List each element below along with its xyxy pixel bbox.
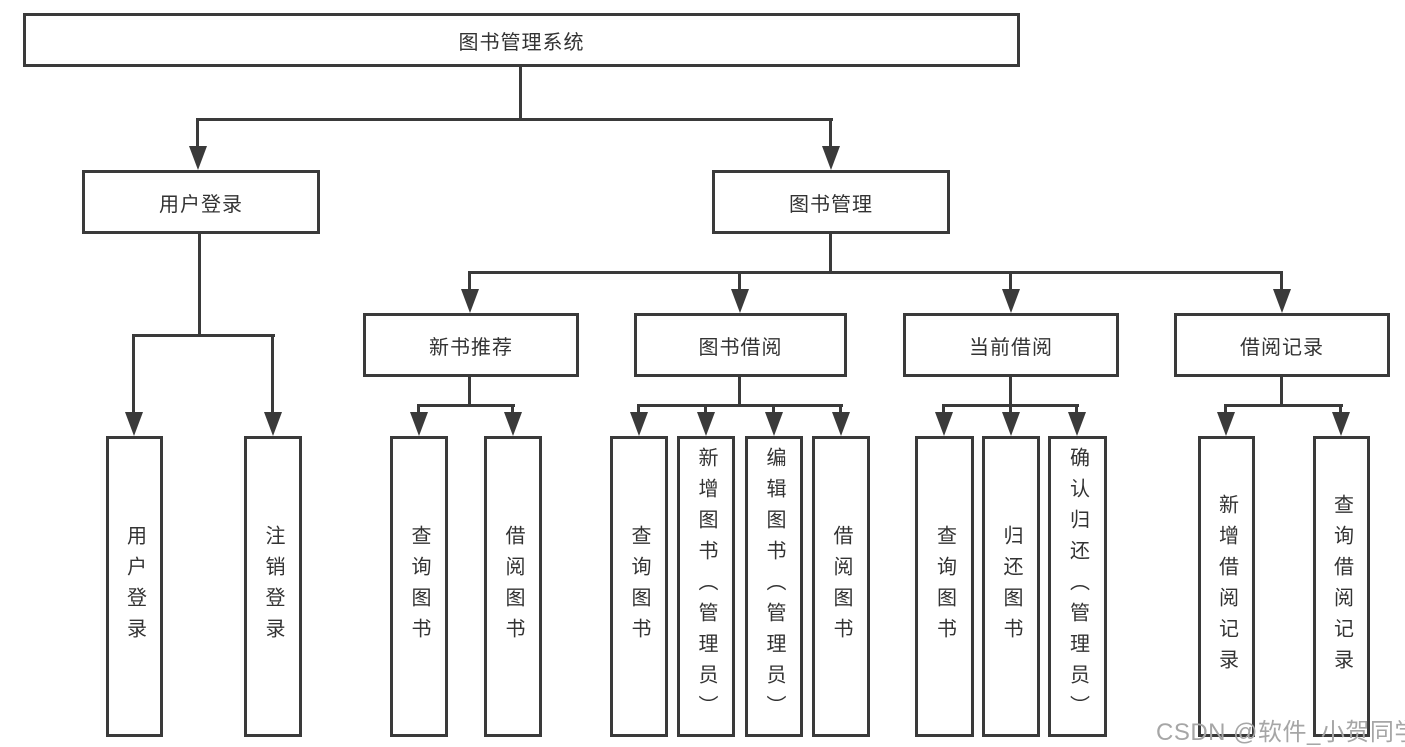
connector-line — [738, 271, 741, 292]
arrowhead-down-icon — [125, 412, 143, 436]
connector-line — [1224, 404, 1343, 407]
arrowhead-down-icon — [461, 289, 479, 313]
connector-line — [468, 271, 1283, 274]
node-book-borrowing: 图书借阅 — [634, 313, 847, 377]
leaf-user-login-label: 用户登录 — [123, 524, 146, 649]
arrowhead-down-icon — [264, 412, 282, 436]
connector-line — [417, 404, 420, 414]
leaf-user-login: 用户登录 — [106, 436, 163, 737]
node-book-borrowing-label: 图书借阅 — [698, 336, 783, 359]
arrowhead-down-icon — [731, 289, 749, 313]
node-borrow-records-label: 借阅记录 — [1240, 336, 1324, 359]
arrowhead-down-icon — [504, 412, 522, 436]
arrowhead-down-icon — [1002, 412, 1020, 436]
leaf-borrowing-borrow-books-label: 借阅图书 — [830, 524, 852, 649]
leaf-current-confirm-return-admin-label: 确认归还（管理员） — [1066, 447, 1089, 726]
node-root-label: 图书管理系统 — [458, 31, 585, 54]
arrowhead-down-icon — [1002, 289, 1020, 313]
leaf-recommend-query-books-label: 查询图书 — [408, 524, 430, 649]
leaf-current-return-books-label: 归还图书 — [1000, 524, 1022, 649]
connector-line — [468, 271, 471, 292]
leaf-recommend-borrow-books: 借阅图书 — [484, 436, 542, 737]
connector-line — [839, 404, 842, 414]
arrowhead-down-icon — [410, 412, 428, 436]
leaf-borrowing-add-books-admin: 新增图书（管理员） — [677, 436, 735, 737]
connector-line — [271, 334, 274, 414]
leaf-logout-login-label: 注销登录 — [262, 524, 284, 649]
leaf-current-query-books: 查询图书 — [915, 436, 974, 737]
connector-line — [1280, 377, 1283, 405]
leaf-recommend-query-books: 查询图书 — [390, 436, 448, 737]
node-book-management: 图书管理 — [712, 170, 950, 234]
leaf-current-return-books: 归还图书 — [982, 436, 1040, 737]
connector-line — [1075, 404, 1078, 414]
connector-line — [1224, 404, 1227, 414]
connector-line — [704, 404, 707, 414]
connector-line — [132, 334, 135, 414]
connector-line — [738, 377, 741, 405]
leaf-records-add-borrow-record: 新增借阅记录 — [1198, 436, 1255, 737]
watermark: CSDN @软件_小贺同学 — [1156, 719, 1405, 746]
leaf-borrowing-borrow-books: 借阅图书 — [812, 436, 870, 737]
arrowhead-down-icon — [1332, 412, 1350, 436]
leaf-borrowing-query-books: 查询图书 — [610, 436, 668, 737]
arrowhead-down-icon — [765, 412, 783, 436]
connector-line — [1280, 271, 1283, 292]
leaf-records-add-borrow-record-label: 新增借阅记录 — [1215, 493, 1238, 680]
connector-line — [1009, 271, 1012, 292]
arrowhead-down-icon — [1068, 412, 1086, 436]
leaf-current-confirm-return-admin: 确认归还（管理员） — [1048, 436, 1107, 737]
connector-line — [829, 234, 832, 272]
connector-line — [772, 404, 775, 414]
node-root: 图书管理系统 — [23, 13, 1020, 67]
arrowhead-down-icon — [822, 146, 840, 170]
leaf-borrowing-edit-books-admin: 编辑图书（管理员） — [745, 436, 803, 737]
leaf-records-query-borrow-record-label: 查询借阅记录 — [1330, 493, 1353, 680]
leaf-records-query-borrow-record: 查询借阅记录 — [1313, 436, 1370, 737]
connector-line — [468, 377, 471, 405]
node-user-login: 用户登录 — [82, 170, 320, 234]
node-current-borrowing-label: 当前借阅 — [969, 336, 1053, 359]
connector-line — [196, 118, 199, 149]
arrowhead-down-icon — [697, 412, 715, 436]
connector-line — [132, 334, 275, 337]
connector-line — [942, 404, 945, 414]
arrowhead-down-icon — [189, 146, 207, 170]
leaf-borrowing-query-books-label: 查询图书 — [628, 524, 650, 649]
connector-line — [1339, 404, 1342, 414]
connector-line — [511, 404, 514, 414]
connector-line — [198, 234, 201, 335]
node-borrow-records: 借阅记录 — [1174, 313, 1390, 377]
connector-line — [196, 118, 833, 121]
arrowhead-down-icon — [1217, 412, 1235, 436]
node-new-book-recommend-label: 新书推荐 — [429, 336, 513, 359]
leaf-logout-login: 注销登录 — [244, 436, 302, 737]
connector-line — [637, 404, 640, 414]
leaf-borrowing-edit-books-admin-label: 编辑图书（管理员） — [763, 447, 785, 726]
arrowhead-down-icon — [935, 412, 953, 436]
connector-line — [1009, 377, 1012, 405]
arrowhead-down-icon — [630, 412, 648, 436]
node-current-borrowing: 当前借阅 — [903, 313, 1119, 377]
arrowhead-down-icon — [832, 412, 850, 436]
node-new-book-recommend: 新书推荐 — [363, 313, 579, 377]
leaf-current-query-books-label: 查询图书 — [933, 524, 956, 649]
node-user-login-label: 用户登录 — [159, 193, 243, 216]
node-book-management-label: 图书管理 — [789, 193, 873, 216]
leaf-borrowing-add-books-admin-label: 新增图书（管理员） — [695, 447, 717, 726]
connector-line — [519, 67, 522, 119]
connector-line — [637, 404, 843, 407]
arrowhead-down-icon — [1273, 289, 1291, 313]
connector-line — [829, 118, 832, 149]
connector-line — [1009, 404, 1012, 414]
leaf-recommend-borrow-books-label: 借阅图书 — [502, 524, 524, 649]
connector-line — [417, 404, 515, 407]
